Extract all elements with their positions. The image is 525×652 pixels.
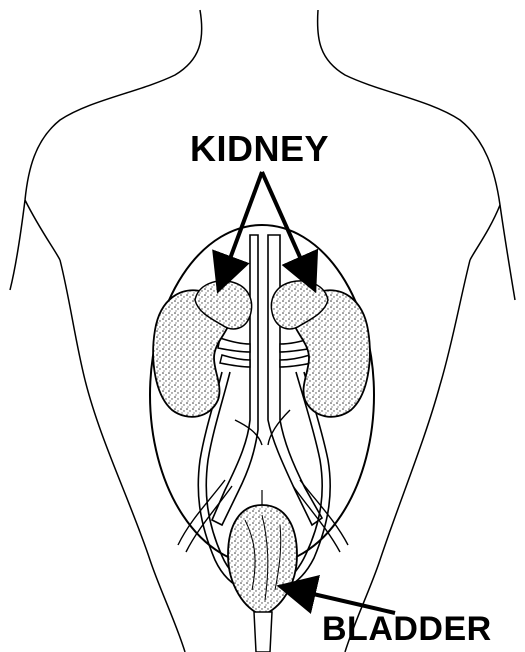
renal-vessels bbox=[218, 338, 314, 367]
left-renal-vessel-2 bbox=[220, 355, 250, 367]
left-renal-vessel bbox=[218, 338, 250, 352]
right-renal-vessel-2 bbox=[280, 355, 312, 367]
torso-arm-line-right bbox=[470, 205, 500, 260]
bladder-label: BLADDER bbox=[322, 610, 492, 649]
torso-arm-line-left bbox=[25, 200, 60, 260]
kidney-arrows bbox=[224, 172, 308, 275]
urethra bbox=[254, 612, 272, 652]
bladder bbox=[228, 490, 297, 652]
bladder-icon bbox=[228, 505, 297, 615]
kidney-label: KIDNEY bbox=[190, 128, 329, 170]
